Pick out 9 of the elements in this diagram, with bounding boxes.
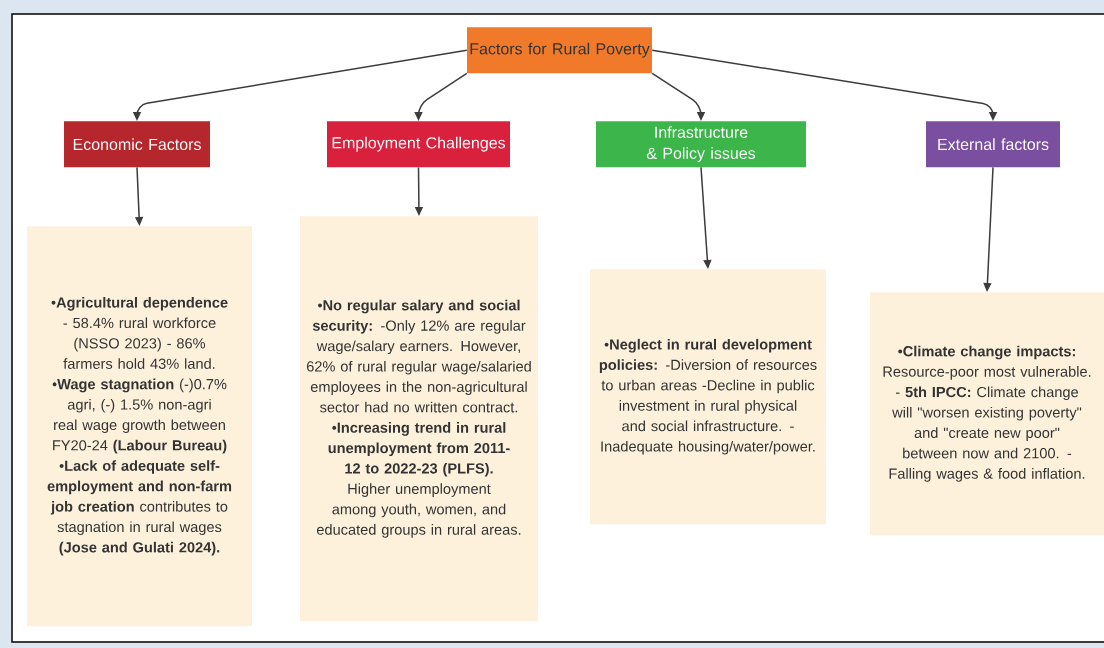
title-box: Factors for Rural Poverty — [467, 27, 652, 74]
text-card: •Neglect in rural development policies: -Diversion of resources to urban areas -Decline in public investment in rural physical and social infrastructure. - Inadequate housing/water/power. — [590, 269, 826, 525]
text-card: •Agricultural dependence - 58.4% rural workforce (NSSO 2023) - 86% farmers hold 43% land. •Wage stagnation (-)0.7% agri, (-) 1.5% non-agri real wage growth between FY20-24 (Labour Bureau) •Lack of adequate self-employment and non-farm job creation contributes to stagnation in rural wages (Jose and Gulati 2024). — [27, 226, 252, 627]
category-box: Employment Challenges — [327, 121, 510, 168]
text-card: •No regular salary and social security: -Only 12% are regular wage/salary earners. However, 62% of rural regular wage/salaried employees in the non-agricultural sector had no written contract. •Increasing trend in rural unemployment from 2011-12 to 2022-23 (PLFS). Higher unemployment among youth, women, and educated groups in rural areas. — [300, 216, 538, 622]
category-box: Infrastructure & Policy issues — [596, 121, 806, 168]
category-box: External factors — [926, 121, 1060, 168]
text-card: •Climate change impacts: Resource-poor most vulnerable. - 5th IPCC: Climate change will "worsen existing poverty" and "create new poor" between now and 2100. - Falling wages & food inflation. — [870, 292, 1104, 536]
category-box: Economic Factors — [64, 121, 210, 168]
